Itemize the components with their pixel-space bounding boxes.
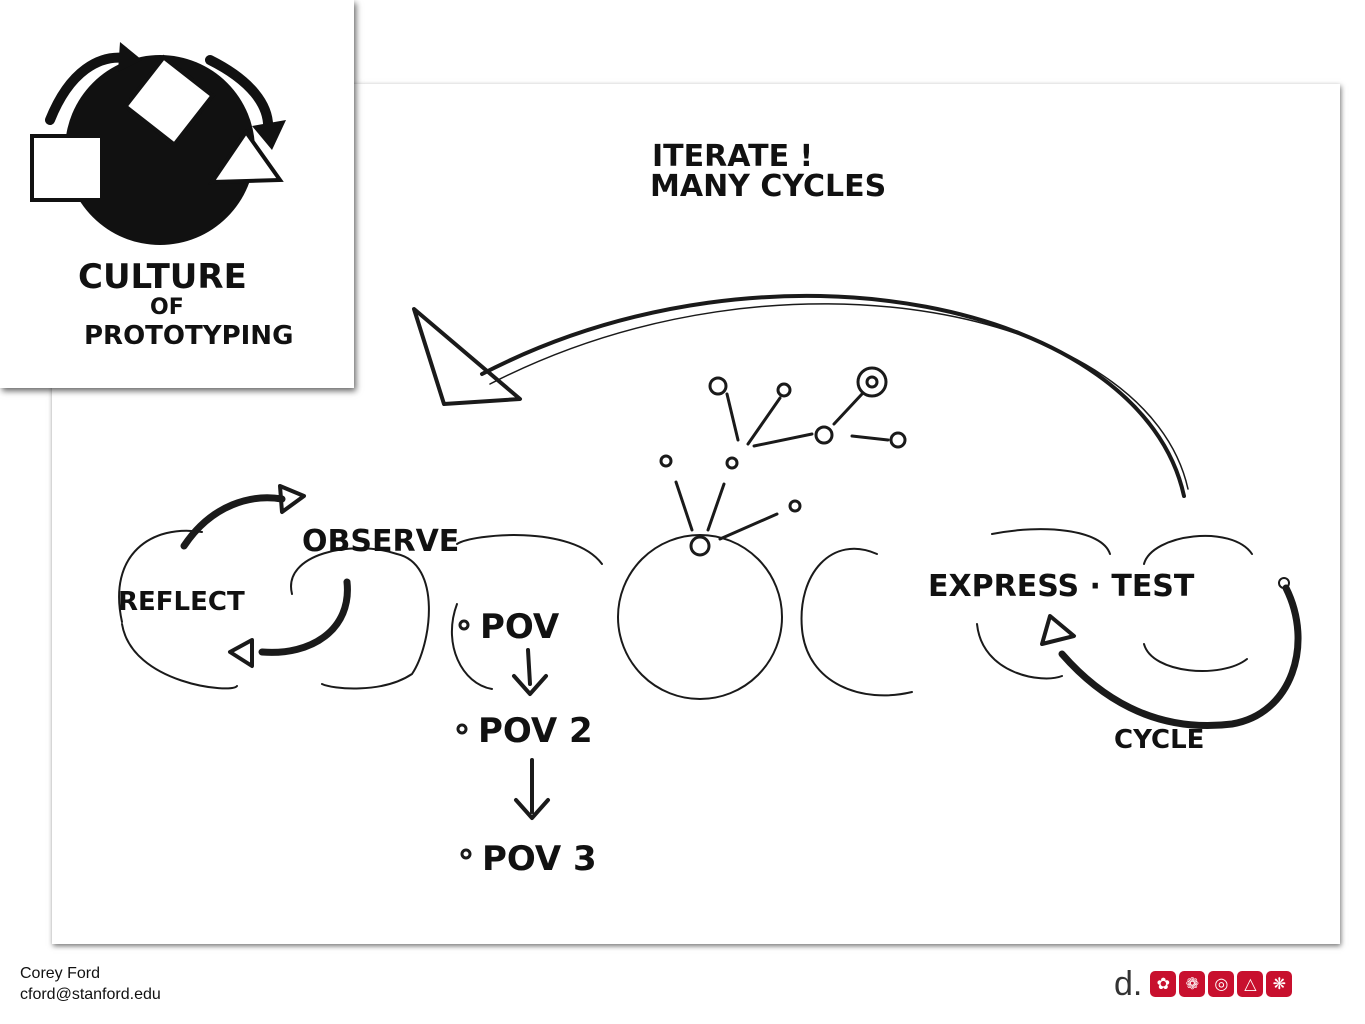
culture-of-prototyping-card: CULTURE OF PROTOTYPING <box>0 0 354 388</box>
author-email[interactable]: cford@stanford.edu <box>20 986 161 1003</box>
cycle-arrow-curve <box>1058 584 1302 729</box>
pov2-label: POV 2 <box>478 711 593 751</box>
spiral-icon: ◎ <box>1208 971 1235 997</box>
diamond-shape <box>122 54 216 148</box>
reflect-arrow-curve <box>258 578 351 656</box>
pov2-bullet <box>456 723 468 735</box>
bubble-test <box>1143 534 1253 672</box>
iterate-arc <box>480 293 1186 498</box>
observe-label: OBSERVE <box>302 524 459 559</box>
iterate-label-line2: MANY CYCLES <box>650 169 886 204</box>
cycle-arrowhead <box>1040 614 1076 646</box>
culture-of-prototyping-sketch: CULTURE OF PROTOTYPING <box>30 42 293 351</box>
pov-arrow-2 <box>514 758 550 820</box>
pov3-label: POV 3 <box>482 839 597 879</box>
iterate-arrowhead <box>412 307 522 406</box>
reflect-arrowhead <box>228 638 254 668</box>
pov1-bullet <box>458 619 470 631</box>
express-test-label: EXPRESS · TEST <box>928 569 1195 604</box>
pov3-bullet <box>460 848 472 860</box>
observe-arrow-curve <box>180 494 286 550</box>
iterate-label-line1: ITERATE ! <box>652 139 813 174</box>
cycle-label: CYCLE <box>1114 725 1204 755</box>
inset-title-line3: PROTOTYPING <box>84 321 293 351</box>
cycle-arrowhead-right <box>252 120 286 150</box>
flower-icon: ✿ <box>1150 971 1177 997</box>
brand-prefix: d. <box>1114 964 1143 1003</box>
observe-arrowhead <box>278 484 306 514</box>
reflect-label: REFLECT <box>118 587 245 617</box>
bubble-observe <box>290 547 430 690</box>
dschool-logo: d. ✿ ❁ ◎ △ ❋ <box>1114 962 1295 1006</box>
iterate-arc-shadow <box>489 303 1189 490</box>
inset-title-line2: OF <box>150 295 184 320</box>
square-shape <box>30 134 104 202</box>
triangle-shape <box>208 128 284 185</box>
gear-icon: ❁ <box>1179 971 1206 997</box>
pov1-label: POV <box>480 607 560 647</box>
bubble-define <box>451 534 603 690</box>
author-info: Corey Ford cford@stanford.edu <box>20 963 161 1005</box>
cycle-arrow-right <box>205 55 274 135</box>
pov-arrow-1 <box>512 648 548 696</box>
snowflake-icon: ❋ <box>1266 971 1293 997</box>
inset-title-line1: CULTURE <box>78 257 247 297</box>
bubble-ideate <box>617 534 783 700</box>
cycle-arrowhead-left <box>118 42 142 72</box>
bubble-prototype <box>800 547 913 697</box>
author-name: Corey Ford <box>20 965 101 982</box>
triad-icon: △ <box>1237 971 1264 997</box>
bubble-express <box>976 528 1111 680</box>
idea-burst <box>659 366 907 557</box>
bubble-reflect <box>118 529 238 690</box>
cycle-arrow-left <box>45 52 130 125</box>
design-process-sketch: ITERATE ! MANY CYCLES OBSERVE REFLECT PO… <box>118 139 1302 879</box>
